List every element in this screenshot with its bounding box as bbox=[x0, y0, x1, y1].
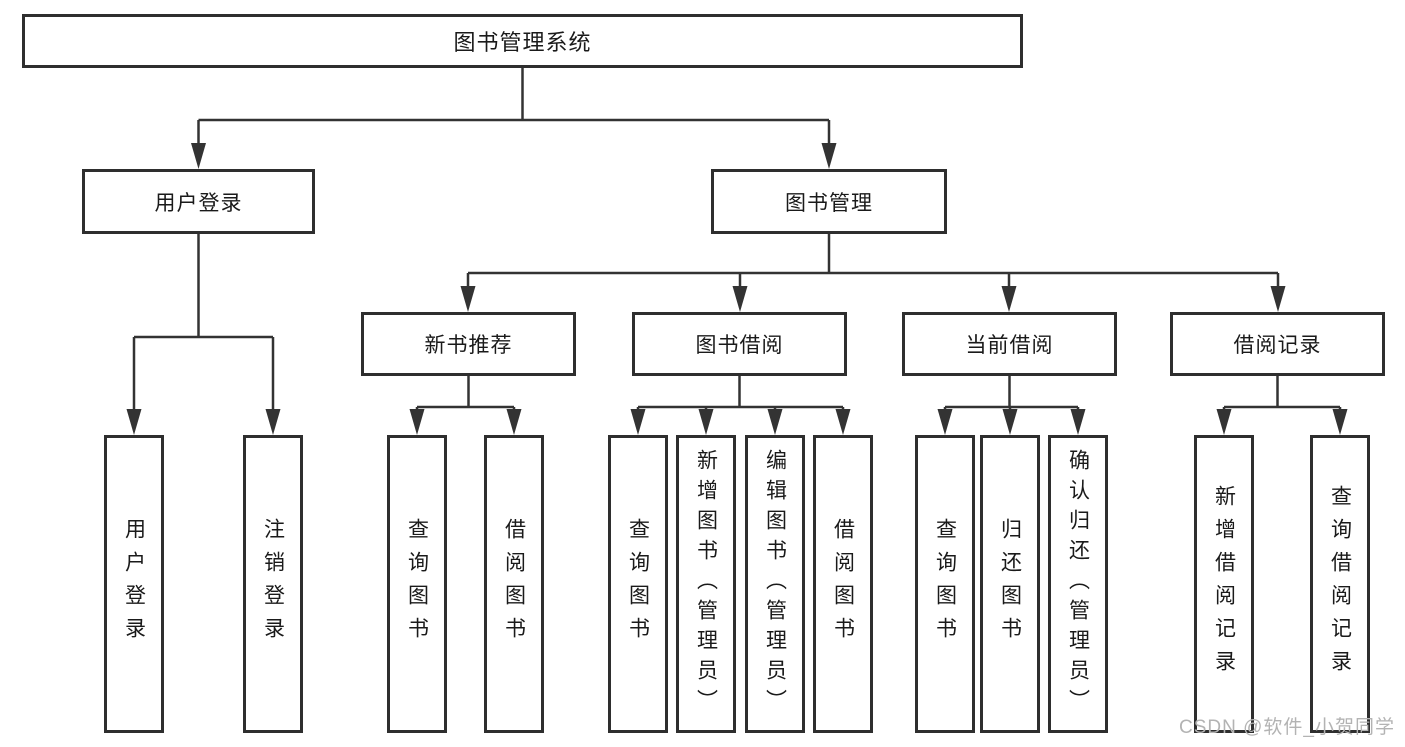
leaf-borrow-add-books-admin: 新增图书（管理员） bbox=[676, 435, 736, 733]
leaf-current-return-books: 归还图书 bbox=[980, 435, 1040, 733]
leaf-current-query-books: 查询图书 bbox=[915, 435, 975, 733]
leaf-borrow-edit-books-admin: 编辑图书（管理员） bbox=[745, 435, 805, 733]
leaf-user-login: 用户登录 bbox=[104, 435, 164, 733]
node-book-management: 图书管理 bbox=[711, 169, 947, 234]
node-current-borrow: 当前借阅 bbox=[902, 312, 1117, 376]
leaf-records-query-borrow-record: 查询借阅记录 bbox=[1310, 435, 1370, 733]
leaf-recommend-query-books: 查询图书 bbox=[387, 435, 447, 733]
leaf-logout: 注销登录 bbox=[243, 435, 303, 733]
leaf-borrow-query-books: 查询图书 bbox=[608, 435, 668, 733]
arrowheads bbox=[126, 143, 1348, 435]
leaf-borrow-borrow-books: 借阅图书 bbox=[813, 435, 873, 733]
node-user-login: 用户登录 bbox=[82, 169, 315, 234]
leaf-recommend-borrow-books: 借阅图书 bbox=[484, 435, 544, 733]
node-new-book-recommend: 新书推荐 bbox=[361, 312, 576, 376]
node-book-borrow: 图书借阅 bbox=[632, 312, 847, 376]
node-root-library-management-system: 图书管理系统 bbox=[22, 14, 1023, 68]
csdn-watermark: CSDN @软件_小贺同学 bbox=[1179, 717, 1395, 738]
node-borrow-records: 借阅记录 bbox=[1170, 312, 1385, 376]
leaf-current-confirm-return-admin: 确认归还（管理员） bbox=[1048, 435, 1108, 733]
connector-lines bbox=[132, 68, 1342, 413]
leaf-records-add-borrow-record: 新增借阅记录 bbox=[1194, 435, 1254, 733]
